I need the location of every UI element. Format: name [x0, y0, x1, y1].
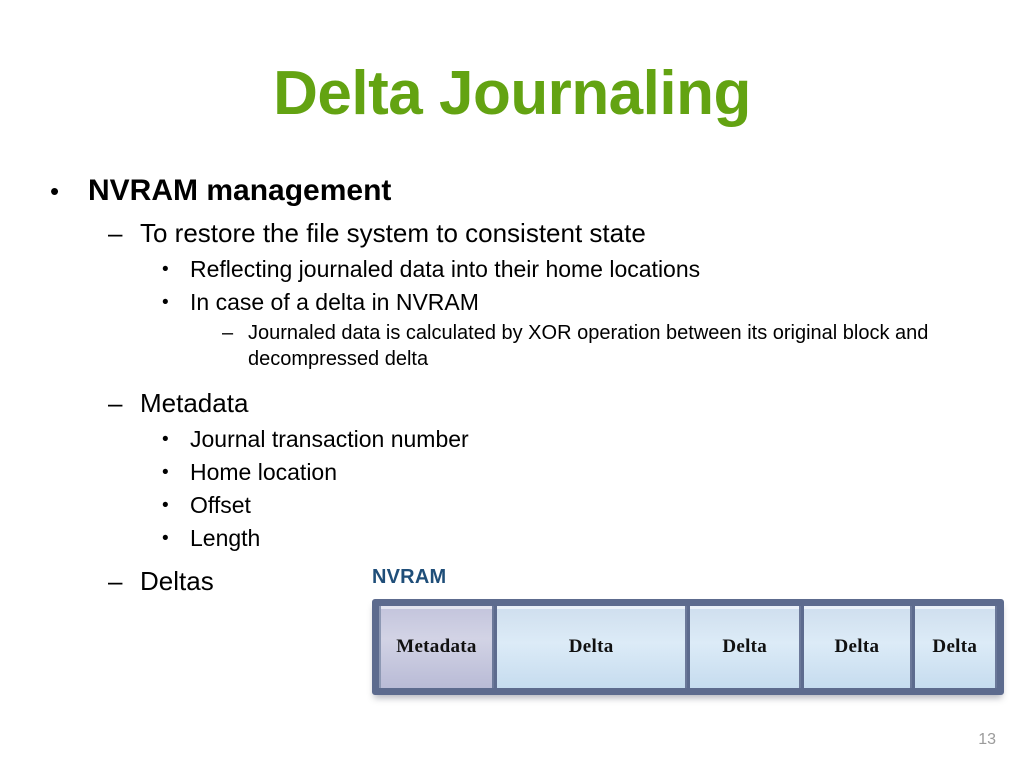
bullet-level3-reflecting-journaled-data: • Reflecting journaled data into their h…: [50, 254, 990, 285]
dash-marker-icon: –: [108, 218, 123, 248]
bullet-marker-icon: •: [162, 462, 169, 483]
cell-highlight: [690, 606, 800, 609]
bullet-text: Length: [190, 525, 261, 551]
nvram-cell-label: Metadata: [396, 636, 477, 657]
bullet-marker-icon: •: [162, 429, 169, 450]
nvram-cell-delta-3: Delta: [801, 606, 912, 688]
cell-highlight: [381, 606, 492, 609]
page-title: Delta Journaling: [273, 59, 751, 128]
cell-highlight: [804, 606, 910, 609]
bullet-level3-home-location: • Home location: [50, 457, 990, 488]
cell-highlight: [496, 606, 686, 609]
nvram-cell-label: Delta: [722, 636, 768, 657]
bullet-level2-metadata: – Metadata: [50, 386, 990, 420]
nvram-cell-label: Delta: [932, 636, 978, 657]
dash-marker-icon: –: [108, 388, 123, 418]
nvram-diagram: NVRAM Metadata Delta Delta Delta Delta: [372, 565, 1006, 695]
bullet-level3-length: • Length: [50, 523, 990, 554]
bullet-text: Metadata: [140, 388, 249, 418]
bullet-marker-icon: •: [162, 292, 169, 313]
nvram-cell-delta-1: Delta: [493, 606, 688, 688]
bullet-level3-journal-transaction-number: • Journal transaction number: [50, 424, 990, 455]
bullet-marker-icon: •: [50, 176, 60, 206]
bullet-marker-icon: •: [162, 495, 169, 516]
nvram-diagram-label: NVRAM: [372, 566, 447, 588]
bullet-level3-in-case-of-delta: • In case of a delta in NVRAM: [50, 287, 990, 318]
dash-marker-icon: –: [108, 566, 123, 596]
slide-number: 13: [978, 731, 996, 748]
bullet-marker-icon: •: [162, 259, 169, 280]
bullet-text: Deltas: [140, 566, 214, 596]
bullet-level3-offset: • Offset: [50, 490, 990, 521]
bullet-text: Journal transaction number: [190, 426, 469, 452]
cell-highlight: [914, 606, 995, 609]
bullet-text: Home location: [190, 459, 338, 485]
nvram-cell-label: Delta: [568, 636, 614, 657]
bullet-text: In case of a delta in NVRAM: [190, 289, 479, 315]
dash-marker-icon: –: [222, 322, 234, 344]
bullet-marker-icon: •: [162, 528, 169, 549]
bullet-level2-deltas: – Deltas: [50, 564, 990, 598]
bullet-text: Offset: [190, 492, 251, 518]
slide-body: • NVRAM management – To restore the file…: [50, 172, 990, 602]
nvram-memory-bar: Metadata Delta Delta Delta Delta: [372, 599, 1004, 695]
nvram-cell-delta-2: Delta: [687, 606, 802, 688]
bullet-text: To restore the file system to consistent…: [140, 218, 646, 248]
bullet-text: NVRAM management: [88, 174, 392, 207]
bullet-level2-restore-file-system: – To restore the file system to consiste…: [50, 216, 990, 250]
nvram-cell-label: Delta: [834, 636, 880, 657]
bullet-text: Journaled data is calculated by XOR oper…: [248, 322, 929, 370]
nvram-cell-metadata: Metadata: [379, 606, 494, 688]
nvram-cell-delta-4: Delta: [911, 606, 997, 688]
bullet-text: Reflecting journaled data into their hom…: [190, 256, 701, 282]
bullet-level1-nvram-management: • NVRAM management: [50, 172, 990, 210]
bullet-level4-xor-operation: – Journaled data is calculated by XOR op…: [50, 320, 990, 372]
